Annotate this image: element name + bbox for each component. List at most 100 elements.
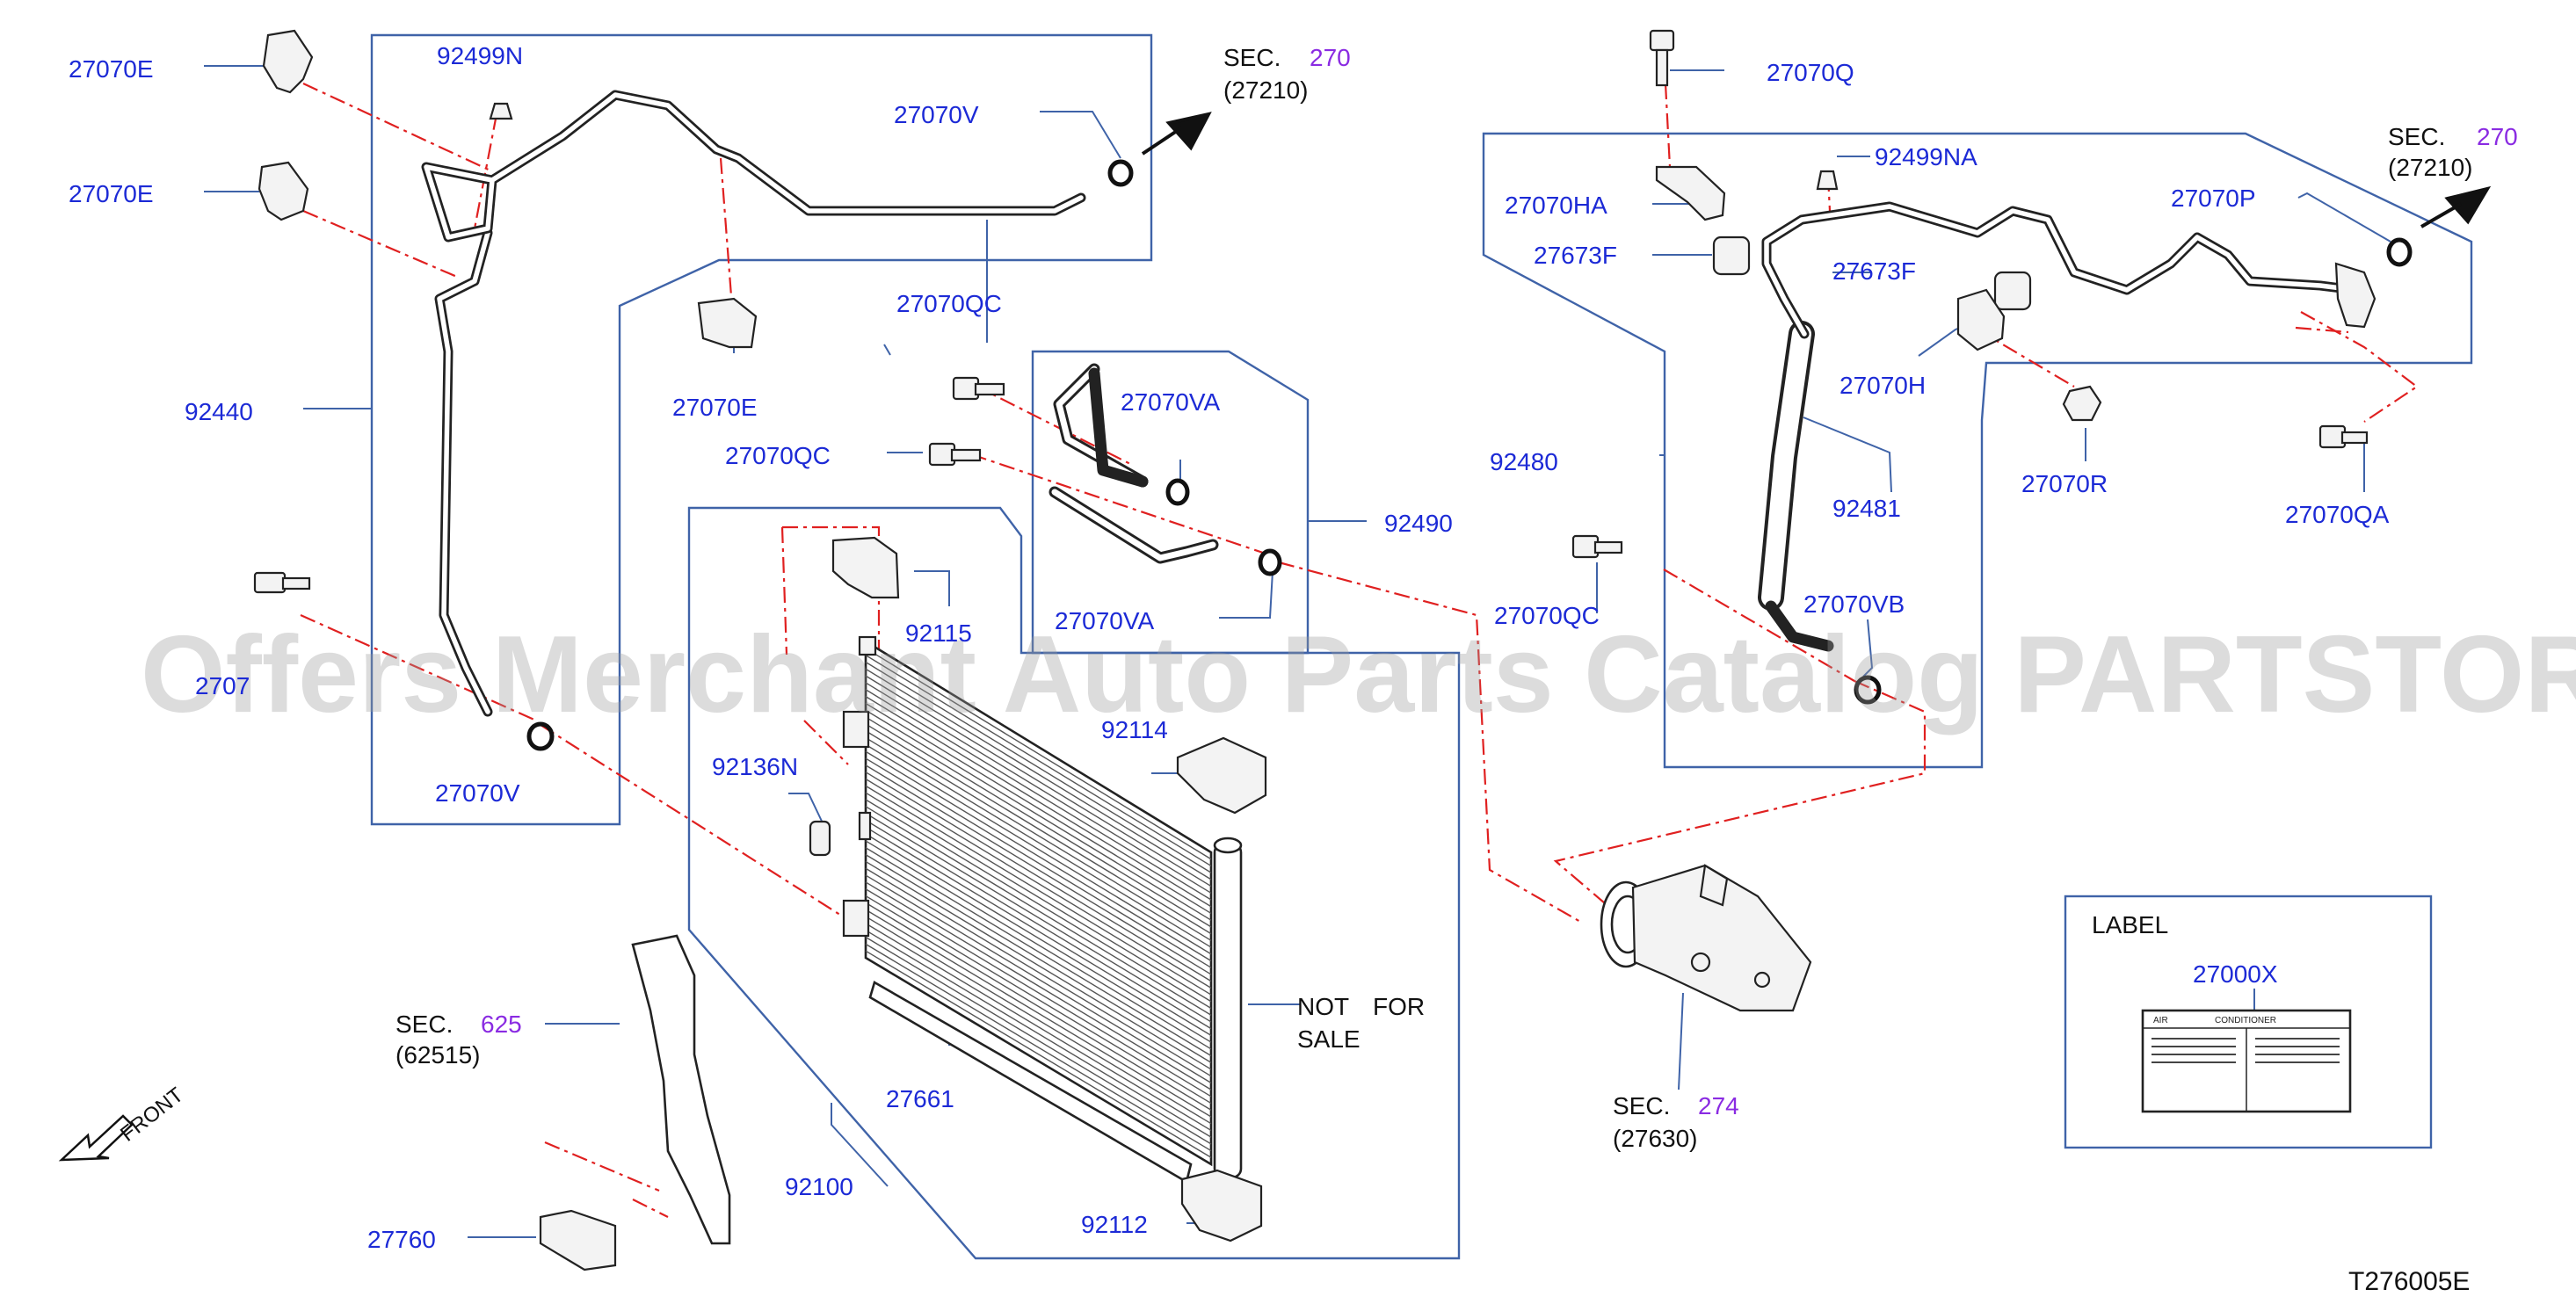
label-92480[interactable]: 92480 [1490, 448, 1558, 475]
label-27070R[interactable]: 27070R [2021, 470, 2108, 497]
condenser-fin [865, 730, 1212, 941]
sec270-b-word: SEC. [2388, 123, 2445, 150]
sec270-a-word: SEC. [1223, 44, 1281, 71]
condenser-fin [865, 709, 1212, 921]
label-27070E-a[interactable]: 27070E [69, 55, 154, 83]
front-arrow [58, 1114, 134, 1162]
condenser-fin [865, 833, 1212, 1043]
label-27070QC-3[interactable]: 27070QC [1494, 602, 1600, 629]
oring-27070V-bot [526, 721, 555, 751]
label-27070HA[interactable]: 27070HA [1505, 192, 1607, 219]
note-sale: SALE [1297, 1025, 1361, 1053]
condenser-fin [865, 847, 1212, 1057]
diagram-code: T276005E [2348, 1267, 2470, 1296]
condenser-fin [865, 668, 1212, 880]
label-27070E-c[interactable]: 27070E [672, 394, 758, 421]
clamp-27070H [1956, 288, 2006, 351]
label-2707-cut[interactable]: 2707 [195, 672, 250, 699]
label-27070H[interactable]: 27070H [1839, 372, 1926, 399]
condenser-fin [865, 950, 1212, 1158]
oring-27070VA-1 [1165, 478, 1190, 506]
label-27070V-top[interactable]: 27070V [894, 101, 979, 128]
bolt-27070QC-1 [952, 376, 1005, 401]
note-front: FRONT [116, 1083, 188, 1146]
bracket-92112 [1180, 1169, 1263, 1242]
pipes [421, 90, 2361, 717]
note-not: NOT [1297, 993, 1349, 1020]
condenser-fin [865, 826, 1212, 1036]
arrow-sec270-a [1141, 112, 1212, 156]
condenser-fin [865, 881, 1212, 1090]
clip-27070E-b [258, 161, 309, 221]
label-27070E-b[interactable]: 27070E [69, 180, 154, 207]
sticker-conditioner: CONDITIONER [2215, 1016, 2276, 1025]
receiver-drier-92112 [1213, 842, 1243, 1179]
label-27000X[interactable]: 27000X [2193, 960, 2278, 988]
frame-92100-group [687, 506, 1461, 1260]
condenser-fin [865, 854, 1212, 1063]
label-27070VA-1[interactable]: 27070VA [1121, 388, 1220, 416]
condenser-fin [865, 750, 1212, 962]
sec270-b-link[interactable]: 270 [2477, 123, 2518, 150]
label-27070V-bot[interactable]: 27070V [435, 779, 520, 807]
label-box-title: LABEL [2092, 911, 2168, 938]
label-27070VA-2[interactable]: 27070VA [1055, 607, 1154, 634]
pipe-92440-upper [421, 90, 1086, 243]
condenser-fin [865, 702, 1212, 915]
bolt-27070QC-2 [928, 442, 982, 467]
label-27070Q[interactable]: 27070Q [1767, 59, 1854, 86]
note-for: FOR [1373, 993, 1425, 1020]
sec274-sub: (27630) [1613, 1125, 1698, 1152]
label-27070P[interactable]: 27070P [2171, 185, 2256, 212]
nut-27070R [2062, 385, 2102, 422]
label-27661[interactable]: 27661 [886, 1085, 954, 1112]
label-92100[interactable]: 92100 [785, 1173, 853, 1200]
label-92112[interactable]: 92112 [1081, 1211, 1148, 1238]
sec625-link[interactable]: 625 [481, 1011, 522, 1038]
label-27070QA[interactable]: 27070QA [2285, 501, 2390, 528]
label-27070VB[interactable]: 27070VB [1803, 590, 1905, 618]
sensor-27760 [539, 1209, 617, 1271]
frame-92490-group [1031, 350, 1310, 655]
label-27070QC-1[interactable]: 27070QC [896, 290, 1002, 317]
condenser-fin [865, 696, 1212, 908]
condenser-fin [865, 757, 1212, 968]
label-92490[interactable]: 92490 [1384, 510, 1453, 537]
label-92481[interactable]: 92481 [1832, 495, 1901, 522]
label-sticker [2141, 1009, 2352, 1113]
grommet-27673F-b [1993, 271, 2032, 311]
condenser-fin [865, 902, 1212, 1111]
condenser-92100 [842, 635, 1243, 1184]
oring-27070VA-2 [1258, 548, 1282, 576]
label-92499N[interactable]: 92499N [437, 42, 523, 69]
label-92114[interactable]: 92114 [1101, 716, 1168, 743]
condenser-fin [865, 930, 1212, 1138]
condenser-fin [865, 936, 1212, 1145]
label-92115[interactable]: 92115 [905, 619, 972, 647]
condenser-fin [865, 675, 1212, 887]
label-27673F-a[interactable]: 27673F [1534, 242, 1617, 269]
label-92440[interactable]: 92440 [185, 398, 253, 425]
bracket-92115 [831, 536, 900, 599]
grommet-27673F-a [1712, 235, 1751, 276]
condenser-fin [865, 806, 1212, 1016]
small-parts [58, 29, 2492, 1271]
sec270-a-link[interactable]: 270 [1310, 44, 1351, 71]
bolt-27070QA [2318, 424, 2369, 449]
condenser-fin [865, 909, 1212, 1118]
label-27070QC-2[interactable]: 27070QC [725, 442, 831, 469]
condenser-fin [865, 799, 1212, 1010]
watermark: Offers Merchant Auto Parts Catalog PARTS… [141, 614, 2576, 735]
bolt-left [253, 571, 311, 594]
condenser-fin [865, 860, 1212, 1070]
condenser-fin [865, 874, 1212, 1083]
label-27673F-b[interactable]: 27673F [1832, 257, 1916, 285]
label-27760[interactable]: 27760 [367, 1226, 436, 1253]
bolt-27070QC-3 [1571, 534, 1623, 559]
label-92499NA[interactable]: 92499NA [1875, 143, 1977, 170]
label-92136N[interactable]: 92136N [712, 753, 798, 780]
frame-label-box [2064, 895, 2433, 1149]
label-box: LABEL 27000X AIR CONDITIONER [2092, 911, 2278, 1025]
sec274-link[interactable]: 274 [1698, 1092, 1739, 1119]
